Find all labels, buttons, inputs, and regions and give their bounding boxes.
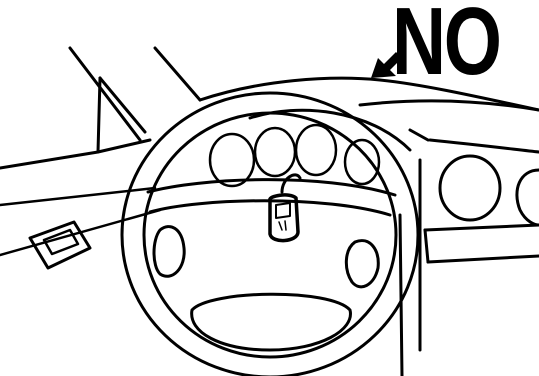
instrument-gauges xyxy=(208,123,381,188)
no-label: NO xyxy=(392,0,502,95)
door-handle xyxy=(28,220,92,270)
center-console xyxy=(398,128,539,376)
arrow-pointer-icon xyxy=(371,52,402,78)
key-fob-icon xyxy=(268,173,302,243)
door-frame xyxy=(0,46,162,257)
steering-wheel xyxy=(120,91,420,376)
